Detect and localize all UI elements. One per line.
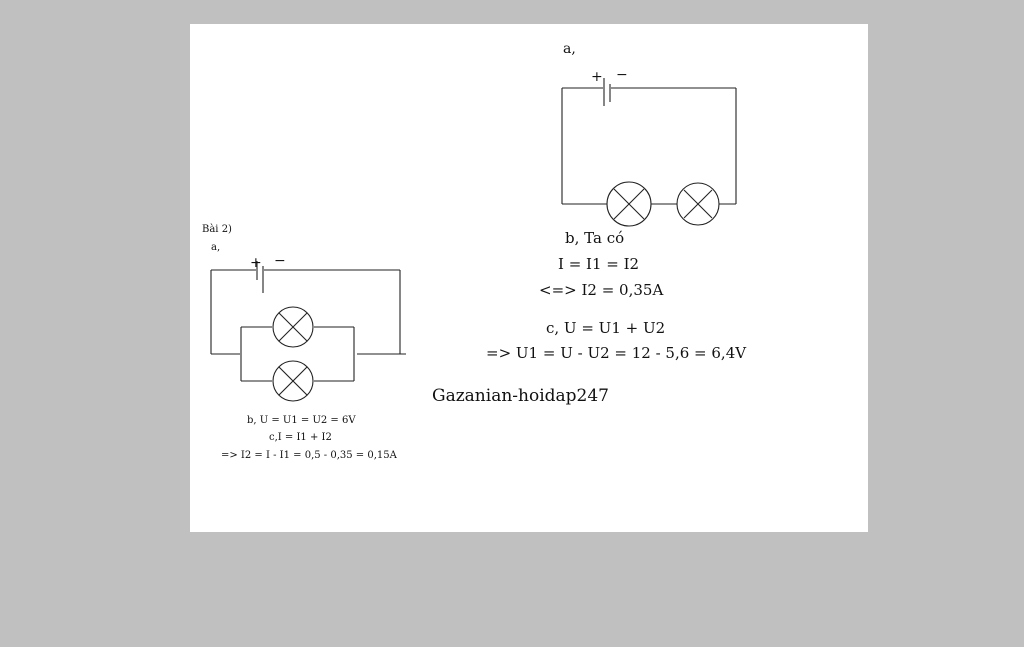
right-part-a-label: a, — [563, 41, 576, 57]
parallel-circuit — [210, 261, 406, 402]
left-part-a-label: a, — [211, 242, 221, 253]
worksheet-page: Bài 2) a, + − b, U = U1 = U2 = 6V c,I = … — [190, 24, 868, 532]
watermark-text: Gazanian-hoidap247 — [432, 386, 609, 406]
left-answer-result: => I2 = I - I1 = 0,5 - 0,35 = 0,15A — [221, 450, 397, 461]
left-answer-b: b, U = U1 = U2 = 6V — [247, 415, 356, 426]
left-battery-minus: − — [274, 253, 286, 269]
lamp-2 — [272, 360, 314, 402]
lamp-1 — [272, 306, 314, 348]
right-battery-plus: + — [591, 69, 603, 85]
right-answer-c: c, U = U1 + U2 — [546, 319, 666, 337]
right-answer-c2: => U1 = U - U2 = 12 - 5,6 = 6,4V — [486, 344, 747, 362]
lamp-2 — [676, 182, 720, 226]
series-circuit — [561, 78, 737, 227]
circuit-diagrams — [210, 78, 737, 402]
left-answer-c: c,I = I1 + I2 — [269, 432, 332, 443]
left-battery-plus: + — [250, 255, 262, 271]
problem-heading: Bài 2) — [202, 224, 232, 235]
right-answer-b1: I = I1 = I2 — [558, 255, 640, 273]
right-answer-b: b, Ta có — [565, 229, 625, 247]
right-battery-minus: − — [616, 67, 628, 83]
lamp-1 — [606, 181, 652, 227]
right-answer-b2: <=> I2 = 0,35A — [539, 281, 664, 299]
